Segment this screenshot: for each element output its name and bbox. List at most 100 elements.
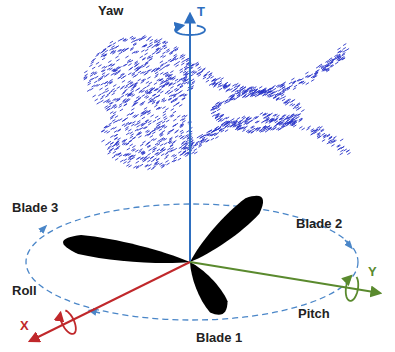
data-point (168, 77, 171, 79)
direction-arrow (40, 228, 44, 232)
data-point (168, 98, 171, 100)
data-point (170, 115, 173, 117)
data-point (132, 87, 135, 89)
data-point (225, 99, 228, 101)
data-point (105, 126, 108, 128)
data-point (147, 160, 150, 162)
data-point (211, 79, 214, 81)
data-point (343, 47, 346, 49)
data-point (174, 63, 177, 65)
data-point (110, 136, 113, 138)
data-point (113, 69, 116, 71)
data-point (233, 93, 236, 95)
axis-rotation-name: Yaw (98, 3, 123, 18)
data-point (145, 90, 148, 92)
data-point (252, 89, 255, 91)
data-point (248, 93, 251, 95)
data-point (220, 125, 223, 127)
data-point (98, 94, 101, 96)
data-point (131, 89, 134, 91)
data-point (297, 104, 300, 106)
rotor-blades (63, 196, 263, 315)
data-point (90, 74, 93, 76)
data-point (173, 58, 176, 60)
data-point (136, 133, 139, 135)
data-point (239, 123, 242, 125)
data-point (146, 81, 149, 83)
data-point (147, 91, 150, 93)
data-point (146, 39, 149, 41)
data-point (125, 128, 128, 130)
data-point (88, 81, 91, 83)
data-point (152, 132, 155, 134)
data-point (319, 126, 322, 128)
data-point (116, 59, 119, 61)
data-point (274, 119, 277, 121)
data-point (94, 81, 97, 83)
data-point (128, 129, 131, 131)
data-point (155, 89, 158, 91)
data-point (116, 144, 119, 146)
data-point (97, 84, 100, 86)
data-point (263, 114, 266, 116)
data-point (128, 95, 131, 97)
data-point (158, 107, 161, 109)
data-point (215, 116, 218, 118)
data-point (272, 92, 275, 94)
data-point (180, 85, 183, 87)
data-point (133, 137, 136, 139)
data-point (103, 48, 106, 50)
data-point (132, 155, 135, 157)
data-point (112, 99, 115, 101)
data-point (144, 157, 147, 159)
data-point (136, 161, 139, 163)
data-point (162, 147, 165, 149)
data-point (134, 39, 137, 41)
data-point (211, 138, 214, 140)
data-point (116, 120, 119, 122)
axis-letter: T (197, 4, 205, 19)
data-point (164, 157, 167, 159)
data-point (207, 71, 210, 73)
data-point (113, 112, 116, 114)
data-point (180, 69, 183, 71)
data-point (176, 89, 179, 91)
data-point (159, 163, 162, 165)
data-point (134, 65, 137, 67)
data-point (224, 83, 227, 85)
data-point (206, 140, 209, 142)
data-point (173, 96, 176, 98)
data-point (327, 134, 330, 136)
data-point (96, 62, 99, 64)
data-point (277, 94, 280, 96)
data-point (203, 77, 206, 79)
data-point (201, 139, 204, 141)
data-point (110, 107, 113, 109)
data-point (166, 49, 169, 51)
data-point (216, 115, 219, 117)
data-point (135, 83, 138, 85)
data-point (340, 153, 343, 155)
data-point (156, 68, 159, 70)
data-point (329, 136, 332, 138)
data-point (218, 128, 221, 130)
data-point (123, 101, 126, 103)
data-point (292, 82, 295, 84)
data-point (282, 99, 285, 101)
data-point (170, 71, 173, 73)
data-point (150, 135, 153, 137)
data-point (107, 131, 110, 133)
data-point (230, 97, 233, 99)
data-point (165, 82, 168, 84)
data-point (142, 153, 145, 155)
data-point (317, 132, 320, 134)
data-point (128, 158, 131, 160)
data-point (131, 134, 134, 136)
blade-name: Blade 2 (296, 216, 342, 231)
data-point (138, 136, 141, 138)
data-point (90, 88, 93, 90)
data-point (311, 79, 314, 81)
data-point (297, 79, 300, 81)
data-point (333, 58, 336, 60)
data-point (112, 52, 115, 54)
